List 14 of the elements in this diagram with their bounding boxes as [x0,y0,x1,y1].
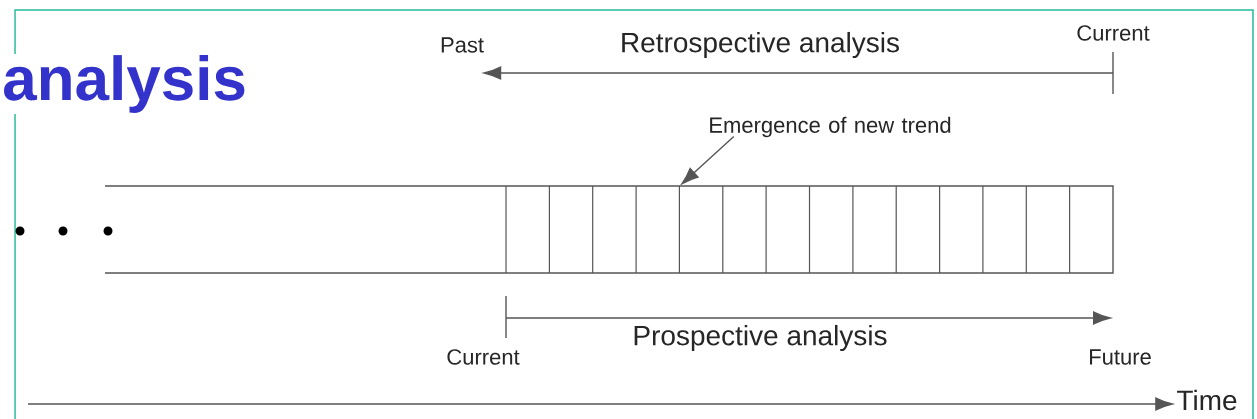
timeline-label: Emergence of new trend [710,116,951,138]
arrow [681,135,735,185]
timeline-label: Time [1177,389,1237,411]
arrow [27,397,1173,411]
edge-label: Prospective analysis [631,323,889,353]
edge-label: Retrospective analysis [618,30,902,60]
timeline-label: Current [447,349,520,365]
arrow [483,66,1114,80]
arrow [505,311,1111,325]
timeline-label: Future [1090,349,1151,365]
timeline-label: Past [441,37,484,53]
timeline-band [104,185,1114,274]
timeline-label: Current [1077,25,1150,41]
title: analysis [1,54,248,114]
